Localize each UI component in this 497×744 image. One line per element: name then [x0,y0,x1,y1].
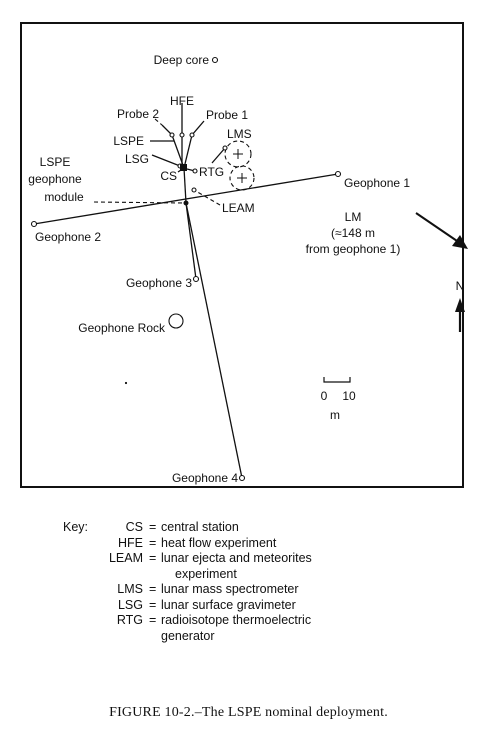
geophone2-label: Geophone 2 [35,230,101,244]
key-row-hfe: HFE = heat flow experiment [63,536,463,552]
geophone2-marker [30,220,38,228]
lm-label-3: from geophone 1) [306,242,401,256]
scale-label-0: 0 [321,389,328,403]
rtg-label: RTG [199,165,224,179]
lspe-module-label-2: geophone [28,172,82,186]
geophone1-marker [334,170,342,178]
north-arrow-head [455,298,465,312]
cs-marker [180,164,187,171]
lm-label-1: LM [345,210,362,224]
lm-label-2: (≈148 m [331,226,375,240]
key-def-continued: generator [161,628,215,643]
key-eq: = [149,551,157,565]
probe2-marker [169,132,175,138]
key-def: lunar ejecta and meteorites [161,551,312,565]
key-legend: Key: CS = central station HFE = heat flo… [63,520,463,644]
key-row-rtg: RTG = radioisotope thermoelectric [63,613,463,629]
lm-arrow-head [452,235,468,249]
key-def: lunar surface gravimeter [161,597,296,612]
key-abbr: HFE [118,535,143,550]
probe1-line [191,120,205,136]
lm-direction-arrow [415,212,461,244]
geophone4-label: Geophone 4 [172,471,238,485]
rtg-marker [192,168,198,174]
geophone1-label: Geophone 1 [344,176,410,190]
key-eq: = [149,535,157,550]
key-eq: = [149,613,157,627]
hfe-label: HFE [170,94,194,108]
key-row-lsg: LSG = lunar surface gravimeter [63,598,463,614]
lspe-label: LSPE [113,134,144,148]
lsg-label: LSG [125,152,149,166]
key-eq: = [149,520,157,534]
geophone-line-3 [185,202,197,280]
probe1-label: Probe 1 [206,108,248,122]
scale-label-10: 10 [342,389,356,403]
lspe-module-label-1: LSPE [40,155,71,169]
key-row-lms: LMS = lunar mass spectrometer [63,582,463,598]
cs-label: CS [160,169,177,183]
lspe-module-label-3: module [44,190,84,204]
geophone-rock-label: Geophone Rock [78,321,166,335]
key-def: central station [161,520,239,534]
key-abbr: RTG [116,613,143,627]
key-title: Key: [63,520,89,534]
scale-bar [323,377,351,383]
key-eq: = [149,597,157,612]
geophone3-label: Geophone 3 [126,276,192,290]
probe2-label: Probe 2 [117,107,159,121]
scale-label-unit: m [330,408,340,422]
key-abbr: LMS [117,582,143,596]
hfe-marker [179,132,185,138]
lms-line [211,147,226,164]
lms-label: LMS [227,127,252,141]
cs-to-lspe-module-line [183,167,187,204]
lms-marker [222,145,228,151]
deep-core-label: Deep core [154,53,210,67]
stray-dot [124,381,128,385]
lspe-module-leader [93,201,185,204]
rtg-dashed-area [229,165,255,191]
probe1-marker [189,132,195,138]
key-abbr: LSG [117,597,143,612]
key-row-rtg-cont: generator [63,629,463,645]
key-row-cs: Key: CS = central station [63,520,463,536]
key-row-leam-cont: experiment [63,567,463,583]
geophone-line-4 [185,202,243,479]
geophone-rock-marker [168,313,184,329]
lsg-line [151,154,181,167]
hfe-line-b [183,134,193,169]
lspe-module-marker [183,200,189,206]
leam-leader [193,189,221,206]
key-def: radioisotope thermoelectric [161,613,312,627]
key-abbr: CS [125,520,143,534]
lms-dashed-area [224,140,252,168]
leam-label: LEAM [222,201,255,215]
key-eq: = [149,582,157,596]
geophone4-marker [238,474,246,482]
deep-core-marker [211,56,219,64]
key-row-leam: LEAM = lunar ejecta and meteorites [63,551,463,567]
geophone3-marker [192,275,200,283]
key-def: lunar mass spectrometer [161,582,299,596]
key-def: heat flow experiment [161,535,277,550]
key-def-continued: experiment [175,566,237,581]
probe2-dash [154,118,163,126]
diagram-frame [20,22,464,488]
north-label: N [456,279,465,293]
deployment-diagram: Deep core HFE Probe 2 Probe 1 LSPE LMS L… [28,53,468,485]
leam-marker [191,187,197,193]
figure-caption: FIGURE 10-2.–The LSPE nominal deployment… [109,705,388,720]
key-abbr: LEAM [108,551,143,565]
